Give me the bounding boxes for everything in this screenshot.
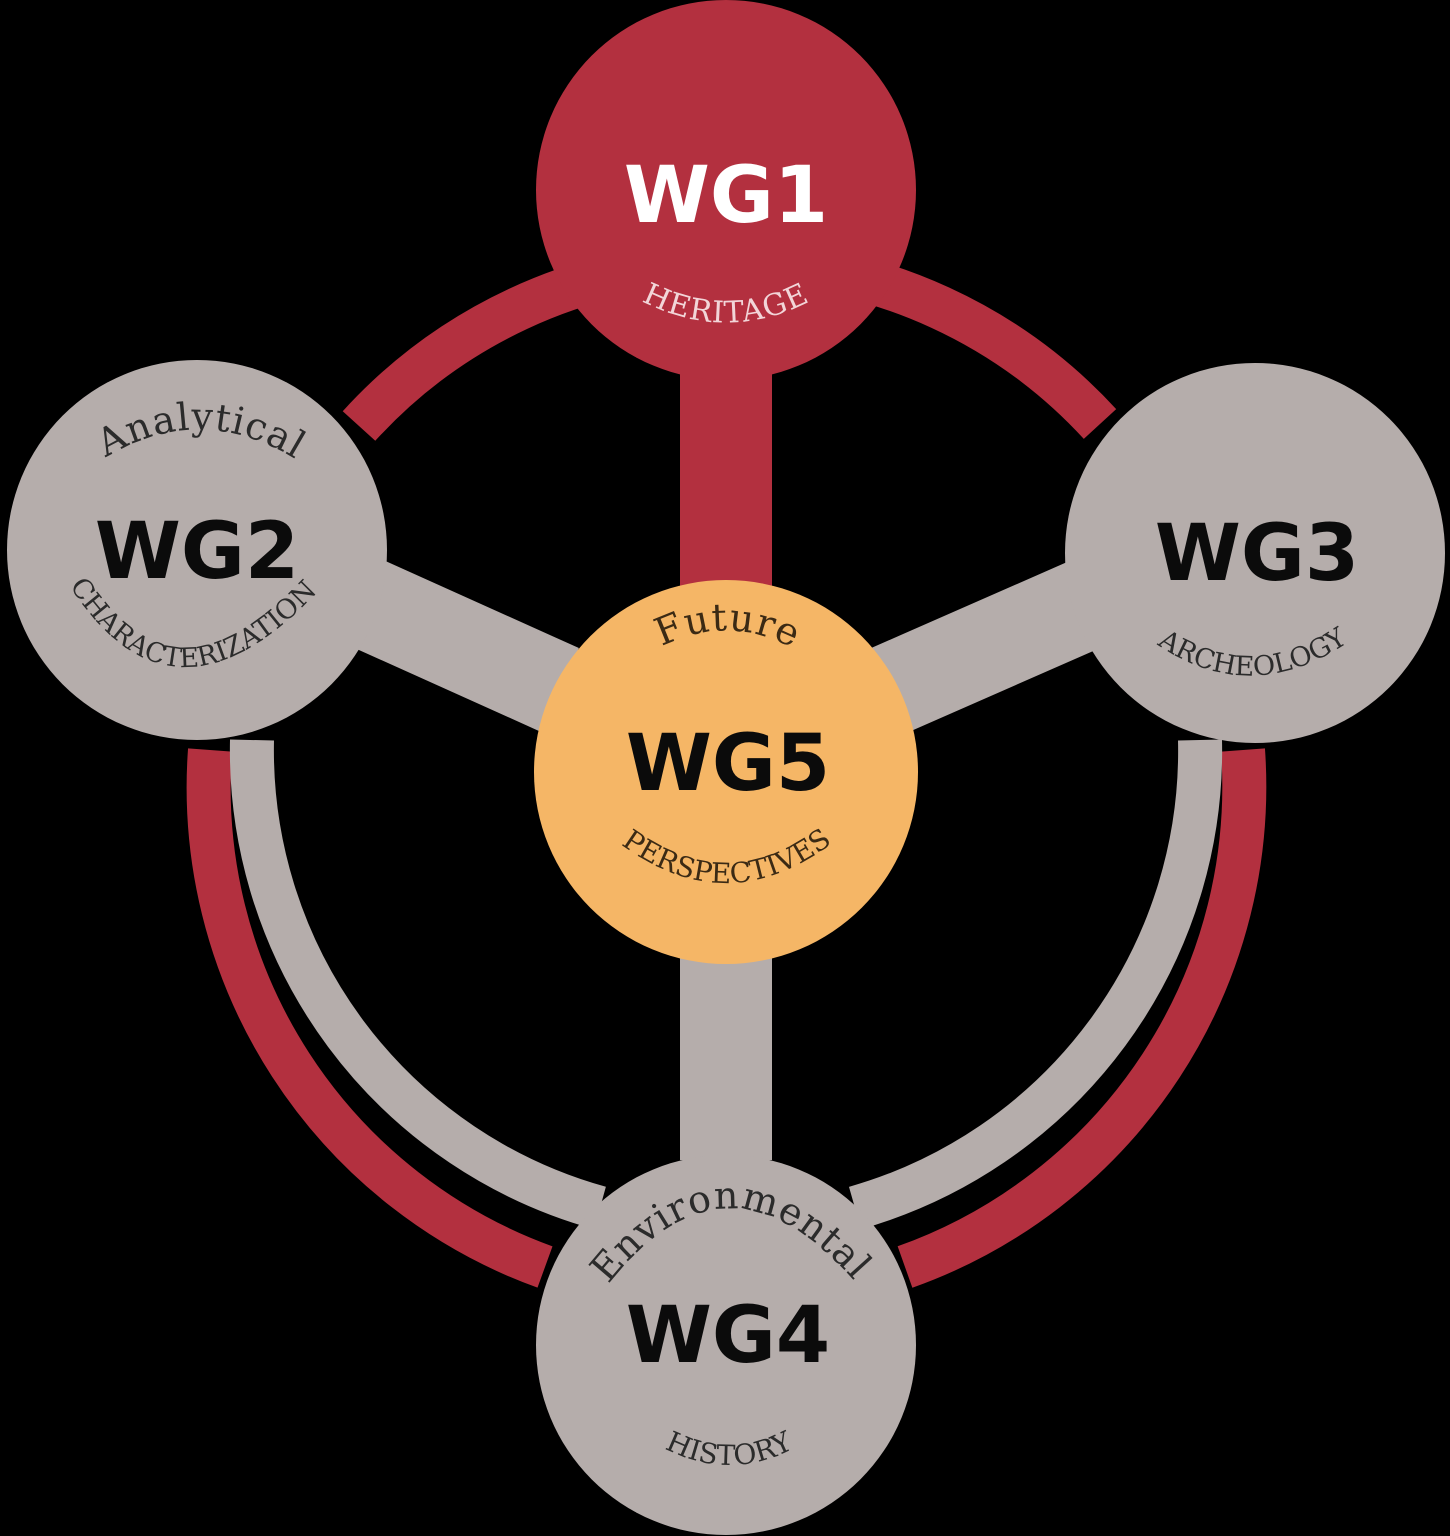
node-wg3-circle: [1065, 363, 1445, 743]
node-wg2[interactable]: Analytical WG2 CHARACTERIZATION: [7, 360, 387, 740]
spoke-wg3-wg5: [871, 557, 1114, 733]
node-wg5-circle: [534, 580, 918, 964]
node-wg1-title: WG1: [624, 151, 828, 241]
node-wg4-circle: [536, 1155, 916, 1535]
node-wg2-title: WG2: [95, 507, 299, 597]
node-wg4[interactable]: Environmental WG4 HISTORY: [536, 1155, 916, 1535]
node-wg5[interactable]: Future WG5 PERSPECTIVES: [534, 580, 918, 964]
connectors: [186, 239, 1267, 1288]
node-wg1-circle: [536, 0, 916, 380]
node-wg3[interactable]: WG3 ARCHEOLOGY: [1065, 363, 1445, 743]
node-wg5-title: WG5: [626, 719, 830, 809]
node-wg2-circle: [7, 360, 387, 740]
node-wg3-title: WG3: [1155, 509, 1359, 599]
node-wg4-title: WG4: [626, 1291, 830, 1381]
spoke-wg2-wg5: [341, 558, 579, 732]
node-wg1[interactable]: WG1 HERITAGE: [536, 0, 916, 380]
inner-ring: [229, 739, 1223, 1230]
